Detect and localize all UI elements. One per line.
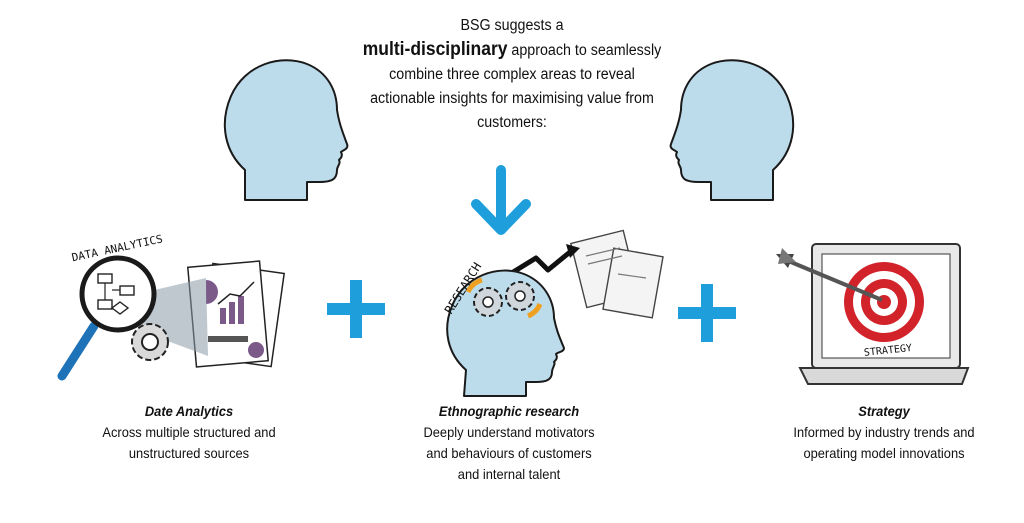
pillar-line: operating model innovations xyxy=(803,445,965,461)
data-analytics-illustration: DATA ANALYTICS xyxy=(57,232,286,381)
pillar-title: Ethnographic research xyxy=(438,403,580,419)
research-illustration: RESEARCH xyxy=(442,229,664,397)
left-head-icon xyxy=(223,59,349,201)
right-head-icon xyxy=(669,59,795,201)
intro-text: BSG suggests a multi-disciplinary approa… xyxy=(354,14,670,135)
brain-gears-icon xyxy=(465,277,543,319)
intro-line-5: customers: xyxy=(477,114,547,131)
pillar-title: Strategy xyxy=(858,403,910,419)
report-document-icon xyxy=(186,260,286,368)
pillar-line: Across multiple structured and xyxy=(102,424,276,440)
pillar-line: and behaviours of customers xyxy=(426,445,592,461)
pillar-line: unstructured sources xyxy=(128,445,250,461)
target-icon xyxy=(844,262,924,342)
pillar-ethnographic-research: Ethnographic research Deeply understand … xyxy=(412,401,605,485)
strategy-handwritten-label: STRATEGY xyxy=(863,343,912,359)
pillar-line: and internal talent xyxy=(457,466,561,482)
pillar-data-analytics: Date Analytics Across multiple structure… xyxy=(92,401,285,464)
intro-line-2: multi-disciplinary approach to seamlessl… xyxy=(354,38,670,63)
pillar-line: Informed by industry trends and xyxy=(793,424,975,440)
pillar-strategy: Strategy Informed by industry trends and… xyxy=(783,401,985,464)
intro-emphasis: multi-disciplinary xyxy=(362,39,508,60)
pillar-title: Date Analytics xyxy=(144,403,234,419)
pillar-line: Deeply understand motivators xyxy=(423,424,595,440)
paper-documents-icon xyxy=(569,229,664,319)
plus-icon-left xyxy=(327,280,385,338)
plus-icon-right xyxy=(678,284,736,342)
down-arrow-icon xyxy=(471,165,531,235)
arrow-in-target-icon xyxy=(776,248,883,302)
gear-icon xyxy=(131,323,169,361)
magnifier-icon xyxy=(57,255,157,381)
intro-line-4: actionable insights for maximising value… xyxy=(370,90,654,107)
strategy-illustration: STRATEGY xyxy=(776,243,970,385)
intro-line-3: combine three complex areas to reveal xyxy=(389,66,635,83)
intro-line-1: BSG suggests a xyxy=(460,17,564,34)
intro-line-2-rest: approach to seamlessly xyxy=(507,42,662,59)
